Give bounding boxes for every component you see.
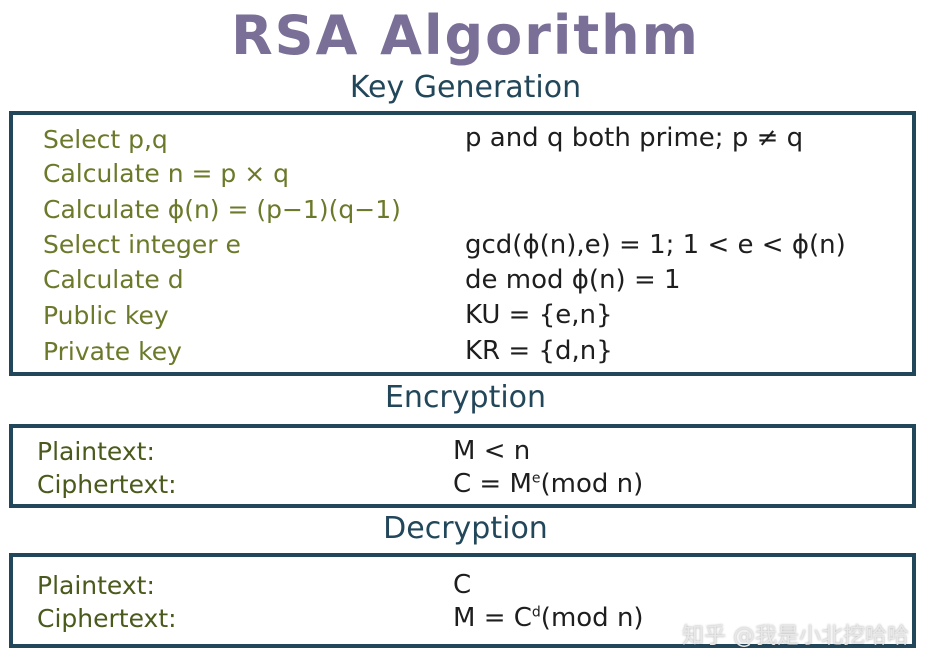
keygen-expr-calc-d: de mod ϕ(n) = 1 (465, 265, 681, 295)
decryption-heading: Decryption (383, 511, 548, 546)
decryption-expr-ciphertext-exponent: d (531, 604, 541, 621)
keygen-label-calc-n: Calculate n = p × q (43, 159, 289, 188)
encryption-expr-ciphertext-base: C = M (453, 469, 532, 499)
watermark: 知乎 @我是小北挖哈哈 (682, 624, 909, 649)
encryption-box: Plaintext: M < n Ciphertext: C = Me(mod … (9, 424, 916, 508)
keygen-label-calc-d: Calculate d (43, 265, 184, 294)
encryption-expr-ciphertext-exponent: e (531, 470, 541, 487)
keygen-expr-select-e: gcd(ϕ(n),e) = 1; 1 < e < ϕ(n) (465, 230, 846, 260)
decryption-label-ciphertext: Ciphertext: (37, 604, 177, 633)
key-generation-box: Select p,q p and q both prime; p ≠ q Cal… (9, 111, 916, 376)
decryption-expr-ciphertext: M = Cd(mod n) (453, 601, 644, 635)
encryption-expr-plaintext: M < n (453, 436, 531, 466)
decryption-expr-plaintext: C (453, 570, 472, 600)
keygen-label-public-key: Public key (43, 301, 169, 330)
encryption-label-ciphertext: Ciphertext: (37, 470, 177, 499)
encryption-expr-ciphertext: C = Me(mod n) (453, 467, 643, 501)
keygen-label-calc-phi: Calculate ϕ(n) = (p−1)(q−1) (43, 195, 401, 224)
decryption-label-plaintext: Plaintext: (37, 571, 155, 600)
keygen-expr-select-pq: p and q both prime; p ≠ q (465, 123, 804, 153)
page-title: RSA Algorithm (231, 4, 700, 67)
key-generation-heading: Key Generation (349, 70, 582, 105)
keygen-expr-public-key: KU = {e,n} (465, 300, 613, 330)
keygen-expr-private-key: KR = {d,n} (465, 336, 613, 366)
encryption-heading: Encryption (384, 380, 547, 415)
encryption-expr-ciphertext-tail: (mod n) (540, 469, 644, 499)
decryption-expr-ciphertext-base: M = C (453, 603, 532, 633)
keygen-label-private-key: Private key (43, 337, 182, 366)
keygen-label-select-e: Select integer e (43, 230, 241, 259)
decryption-box: Plaintext: C Ciphertext: M = Cd(mod n) (9, 553, 916, 648)
keygen-label-select-pq: Select p,q (43, 125, 168, 154)
encryption-label-plaintext: Plaintext: (37, 437, 155, 466)
decryption-expr-ciphertext-tail: (mod n) (540, 603, 644, 633)
